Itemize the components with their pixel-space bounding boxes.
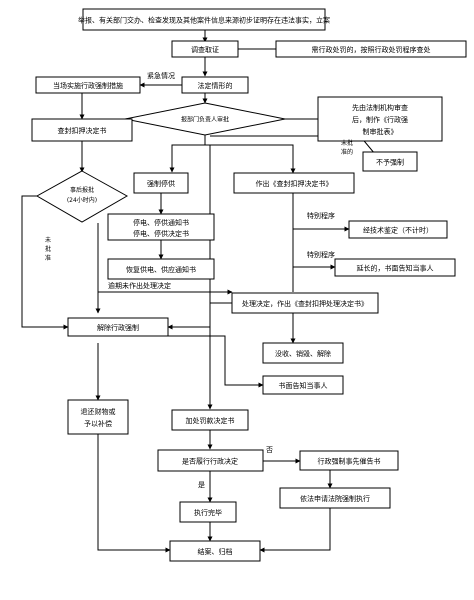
node-seizure-decision: 查封扣押决定书 (31, 118, 133, 142)
node-confiscate-label: 没收、销毁、解除 (275, 349, 331, 358)
node-post-approval-line1: 事后报批 (70, 186, 94, 194)
node-appraisal-label: 经技术鉴定（不计时） (363, 226, 433, 235)
node-penalty-fine-label: 加处罚款决定书 (186, 416, 235, 425)
node-no-enforce-label: 不予强制 (376, 158, 404, 167)
node-legal-review-line2: 后，制作《行政强 (352, 115, 408, 124)
edge-label-no: 否 (266, 446, 273, 454)
node-handling: 处理决定，作出《查封扣押处理决定书》 (231, 292, 379, 314)
node-execute-done: 执行完毕 (179, 501, 237, 523)
node-return-property: 退还财物或 予以补偿 (67, 399, 129, 435)
node-restore: 恢复供电、供应通知书 (107, 258, 215, 280)
node-post-approval: 事后报批 (24小时内) (35, 170, 129, 223)
node-legal-cond-label: 法定情形的 (198, 81, 233, 90)
node-stop-supply: 强制停供 (133, 172, 189, 194)
node-legal-review: 先由法制机构审查 后，制作《行政强 制审批表》 (317, 96, 443, 142)
node-onsite: 当场实施行政强制措施 (35, 76, 141, 94)
node-note-penalty-label: 需行政处罚的，按照行政处罚程序查处 (312, 45, 431, 54)
node-confiscate: 没收、销毁、解除 (262, 342, 344, 364)
node-notices-line2: 停电、停供决定书 (133, 229, 189, 238)
node-release: 解除行政强制 (67, 317, 169, 337)
edge-label-not-approved-1-line2: 准的 (341, 148, 353, 156)
edge-labels: 紧急情况 未批 准的 未 批 准 特别程序 特别程序 逾期未作出处理决定 否 是 (45, 71, 353, 489)
edge-label-not-approved-2-line1: 未 (45, 236, 51, 244)
edge-label-not-approved-2-line3: 准 (45, 254, 51, 262)
node-court-apply-label: 依法申请法院强制执行 (300, 494, 370, 503)
edge-label-overdue: 逾期未作出处理决定 (108, 281, 171, 290)
node-pre-notice: 行政强制事先催告书 (299, 450, 399, 471)
edge-label-yes: 是 (198, 481, 205, 489)
node-penalty-fine: 加处罚款决定书 (171, 409, 249, 431)
node-legal-cond: 法定情形的 (181, 76, 249, 94)
node-extend: 延长的，书面告知当事人 (334, 258, 456, 277)
node-notify-party-label: 书面告知当事人 (279, 381, 328, 390)
node-legal-review-line1: 先由法制机构审查 (352, 103, 408, 112)
node-seizure-decision-label: 查封扣押决定书 (58, 126, 107, 135)
edge-label-not-approved-1-line1: 未批 (341, 139, 353, 147)
node-comply-q-label: 是否履行行政决定 (182, 457, 238, 466)
node-pre-notice-label: 行政强制事先催告书 (318, 457, 381, 466)
node-no-enforce: 不予强制 (362, 151, 418, 172)
node-approval-label: 报部门负责人审批 (181, 116, 229, 124)
node-release-label: 解除行政强制 (97, 323, 139, 332)
node-notify-party: 书面告知当事人 (262, 375, 344, 395)
edge-label-special-2: 特别程序 (307, 250, 335, 259)
node-extend-label: 延长的，书面告知当事人 (357, 264, 434, 273)
node-report: 举报、有关部门交办、检查发现及其他案件信息来源初步证明存在违法事实，立案 (78, 8, 330, 31)
node-onsite-label: 当场实施行政强制措施 (53, 81, 123, 90)
edge-label-not-approved-2-line2: 批 (45, 245, 51, 253)
node-comply-q: 是否履行行政决定 (157, 449, 264, 472)
node-note-penalty: 需行政处罚的，按照行政处罚程序查处 (275, 40, 467, 58)
node-return-property-line2: 予以补偿 (84, 419, 112, 428)
node-handling-label: 处理决定，作出《查封扣押处理决定书》 (242, 299, 368, 308)
edge-label-special-1: 特别程序 (307, 211, 335, 220)
node-notices-line1: 停电、停供通知书 (133, 218, 189, 227)
node-appraisal: 经技术鉴定（不计时） (348, 220, 448, 239)
node-court-apply: 依法申请法院强制执行 (279, 487, 391, 509)
node-restore-label: 恢复供电、供应通知书 (126, 265, 196, 274)
node-close-case: 结案、归档 (169, 540, 261, 562)
edge-label-emergency: 紧急情况 (147, 71, 175, 80)
node-close-case-label: 结案、归档 (198, 547, 233, 556)
node-investigate: 调查取证 (171, 40, 239, 58)
node-approval: 报部门负责人审批 (124, 102, 286, 136)
node-investigate-label: 调查取证 (191, 45, 219, 54)
node-notices: 停电、停供通知书 停电、停供决定书 (107, 213, 215, 241)
node-make-seizure-label: 作出《查封扣押决定书》 (256, 179, 333, 188)
node-report-label: 举报、有关部门交办、检查发现及其他案件信息来源初步证明存在违法事实，立案 (78, 16, 330, 25)
node-post-approval-line2: (24小时内) (67, 196, 97, 204)
node-legal-review-line3: 制审批表》 (363, 127, 398, 136)
node-stop-supply-label: 强制停供 (147, 179, 175, 188)
node-return-property-line1: 退还财物或 (81, 407, 116, 416)
node-execute-done-label: 执行完毕 (194, 508, 222, 517)
node-make-seizure: 作出《查封扣押决定书》 (233, 172, 355, 194)
